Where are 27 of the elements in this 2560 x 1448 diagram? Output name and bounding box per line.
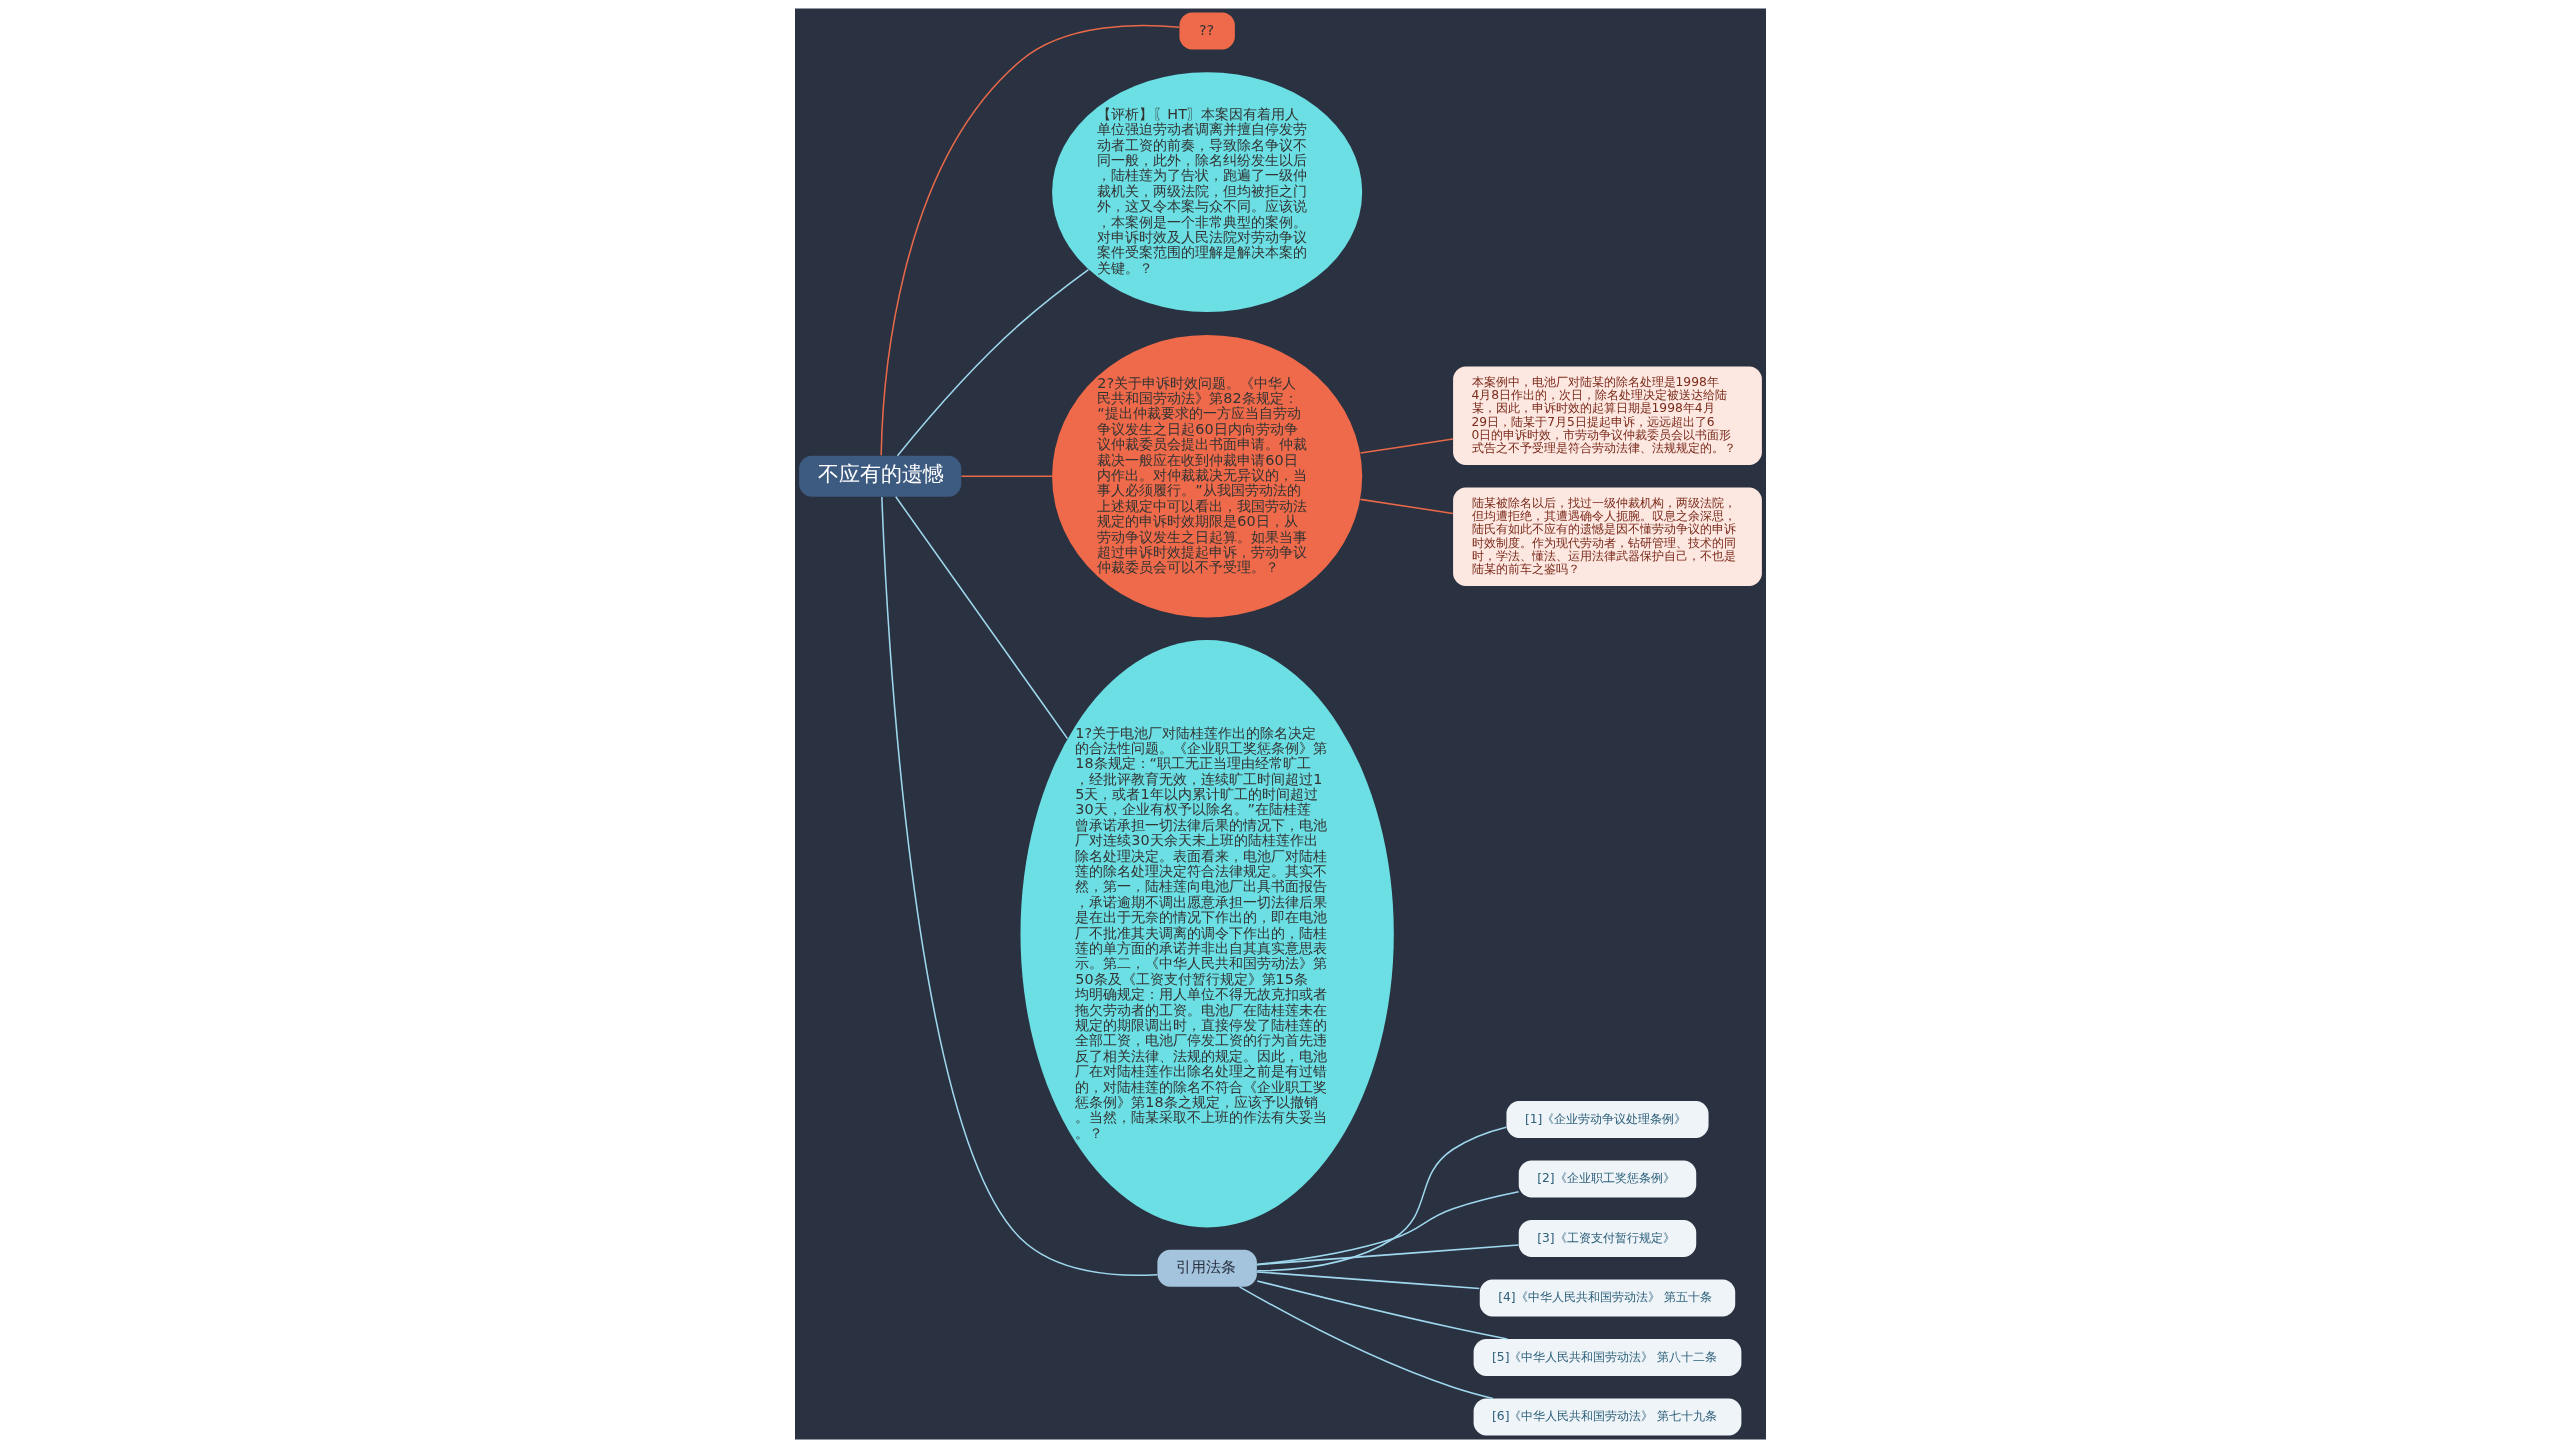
connector <box>1255 1271 1480 1290</box>
connector <box>1256 1280 1508 1340</box>
connector <box>880 496 1158 1277</box>
node-ellipse: 1?关于电池厂对陆桂莲作出的除名决定的合法性问题。《企业职工奖惩条例》第18条规定：“职工无正当理由经常旷工，经批评教育无效，连续旷工时间超过15天，或者1年以内累计旷工的时间超过30天，企业有权予以除名。”在陆桂莲曾承诺承担一切法律后果的情况下，电池厂对连续30天余天未上班的陆桂莲作出除名处理决定。表面看来，电池厂对陆桂莲的除名处理决定符合法律规定。其实不然，第一，陆桂莲向电池厂出具书面报告，承诺逾期不调出愿意承担一切法律后果是在出于无奈的情况下作出的，即在电池厂不批准其夫调离的调令下作出的，陆桂莲的单方面的承诺并非出自其真实意思表示。第二，《中华人民共和国劳动法》第50条及《工资支付暂行规定》第15条均明确规定：用人单位不得无故克扣或者拖欠劳动者的工资。电池厂在陆桂莲未在规定的期限调出时，直接停发了陆桂莲的全部工资，电池厂停发工资的行为首先违反了相关法律、法规的规定。因此，电池厂在对陆桂莲作出除名处理之前是有过错的，对陆桂莲的除名不符合《企业职工奖惩条例》第18条之规定，应该予以撤销。当然，陆某采取不上班的作法有失妥当。？ <box>1020 640 1394 1228</box>
node-box: [1]《企业劳动争议处理条例》 <box>1505 1101 1709 1138</box>
node-box: [6]《中华人民共和国劳动法》 第七十九条 <box>1473 1398 1741 1436</box>
node-box: 不应有的遗憾 <box>798 455 961 497</box>
connector <box>894 496 1068 740</box>
connector <box>1255 1244 1519 1266</box>
node-box: 本案例中，电池厂对陆某的除名处理是1998年4月8日作出的，次日，除名处理决定被送达给陆某，因此，申诉时效的起算日期是1998年4月29日，陆某于7月5日提起申诉，远远超出了60日的申诉时效，市劳动争议仲裁委员会以书面形式告之不予受理是符合劳动法律、法规规定的。？ <box>1452 366 1762 465</box>
node-box: 陆某被除名以后，找过一级仲裁机构，两级法院，但均遭拒绝，其遭遇确令人扼腕。叹息之余深思，陆氏有如此不应有的遗憾是因不懂劳动争议的申诉时效制度。作为现代劳动者，钻研管理、技术的同时，学法、懂法、运用法律武器保护自己，不也是陆某的前车之鉴吗？ <box>1452 487 1762 586</box>
node-ellipse: 【评析】〖HT〗本案因有着用人单位强迫劳动者调离并擅自停发劳动者工资的前奏，导致除名争议不同一般，此外，除名纠纷发生以后，陆桂莲为了告状，跑遍了一级仲裁机关，两级法院，但均被拒之门外，这又令本案与众不同。应该说，本案例是一个非常典型的案例。对申诉时效及人民法院对劳动争议案件受案范围的理解是解决本案的关键。？ <box>1051 72 1362 312</box>
node-box: [4]《中华人民共和国劳动法》 第五十条 <box>1479 1279 1735 1317</box>
node-box: ?? <box>1178 12 1235 50</box>
connector <box>1255 1191 1519 1266</box>
node-box: [5]《中华人民共和国劳动法》 第八十二条 <box>1473 1339 1741 1376</box>
connector <box>1359 498 1454 515</box>
node-box: [3]《工资支付暂行规定》 <box>1518 1220 1696 1257</box>
connector <box>1359 438 1454 454</box>
connector <box>1256 1126 1507 1272</box>
connector <box>896 268 1089 457</box>
node-box: [2]《企业职工奖惩条例》 <box>1518 1160 1696 1198</box>
connector <box>879 24 1180 457</box>
node-box: 引用法条 <box>1156 1249 1257 1287</box>
node-circle: 2?关于申诉时效问题。《中华人民共和国劳动法》第82条规定：“提出仲裁要求的一方应当自劳动争议发生之日起60日内向劳动争议仲裁委员会提出书面申请。仲裁裁决一般应在收到仲裁申请60日内作出。对仲裁裁决无异议的，当事人必须履行。”从我国劳动法的上述规定中可以看出，我国劳动法规定的申诉时效期限是60日，从劳动争议发生之日起算。如果当事超过申诉时效提起申诉，劳动争议仲裁委员会可以不予受理。？ <box>1051 334 1362 618</box>
connector <box>1238 1286 1494 1400</box>
connector <box>960 475 1053 477</box>
